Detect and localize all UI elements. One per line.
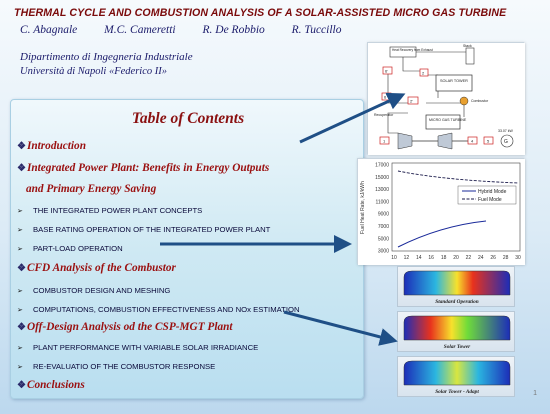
svg-text:2: 2: [422, 71, 425, 76]
department-name: Dipartimento di Ingegneria Industriale: [20, 51, 193, 63]
arrow-icon: [299, 92, 406, 144]
x-tick-label: 20: [453, 255, 459, 261]
author-list: C. Abagnale M.C. Cameretti R. De Robbio …: [20, 24, 420, 36]
y-tick-label: 9000: [378, 212, 389, 218]
svg-text:4: 4: [471, 139, 474, 144]
arrow-bullet-icon: ➢: [17, 345, 23, 352]
cfd-caption: Solar Tower: [443, 344, 471, 350]
y-tick-label: 15000: [375, 175, 389, 181]
x-tick-label: 26: [490, 255, 496, 261]
arrow-bullet-icon: ➢: [17, 288, 23, 295]
cfd-caption: Solar Tower - Adapt: [435, 389, 479, 395]
author-name: C. Abagnale: [20, 24, 78, 36]
y-tick-label: 3000: [378, 249, 389, 255]
diamond-bullet-icon: ❖: [17, 322, 26, 333]
y-tick-label: 11000: [375, 199, 389, 205]
cfd-solar-tower: Solar Tower: [397, 311, 515, 352]
x-tick-label: 18: [441, 255, 447, 261]
university-name: Università di Napoli «Federico II»: [20, 66, 167, 77]
x-tick-label: 30: [515, 255, 521, 261]
diamond-bullet-icon: ❖: [17, 380, 26, 391]
svg-text:2': 2': [410, 99, 413, 104]
toc-subitem[interactable]: ➢BASE RATING OPERATION OF THE INTEGRATED…: [17, 225, 271, 234]
y-axis-label: Fuel Heat Rate, kJ/kWh: [360, 181, 366, 234]
arrow-icon: [283, 310, 398, 346]
author-name: R. Tuccillo: [291, 24, 342, 36]
hybrid-mode-curve: [397, 220, 487, 248]
legend-fuel: Fuel Mode: [478, 197, 502, 203]
heat-recovery-label: Heat Recovery from Exhaust: [392, 48, 433, 52]
mgt-label: MICRO GAS TURBINE: [429, 118, 467, 122]
recuperator-label: Recuperator: [374, 113, 394, 117]
toc-item[interactable]: ❖Integrated Power Plant: Benefits in Ene…: [17, 162, 270, 174]
cfd-caption: Standard Operation: [435, 299, 479, 305]
toc-item[interactable]: ❖Introduction: [17, 140, 86, 152]
x-tick-label: 22: [466, 255, 472, 261]
generator-label: G: [504, 139, 508, 145]
x-tick-label: 12: [404, 255, 410, 261]
arrow-bullet-icon: ➢: [17, 307, 23, 314]
combustor-label: Combustor: [471, 99, 489, 103]
author-name: R. De Robbio: [202, 24, 265, 36]
fuel-mode-curve: [397, 170, 519, 184]
toc-item[interactable]: ❖CFD Analysis of the Combustor: [17, 262, 176, 274]
table-of-contents: Table of Contents ❖Introduction ❖Integra…: [10, 99, 364, 399]
svg-text:5: 5: [487, 139, 490, 144]
toc-item[interactable]: ❖Off-Design Analysis od the CSP-MGT Plan…: [17, 321, 233, 333]
toc-item-continued: and Primary Energy Saving: [26, 183, 157, 195]
x-tick-label: 10: [391, 255, 397, 261]
svg-text:1: 1: [383, 139, 386, 144]
x-tick-label: 14: [416, 255, 422, 261]
toc-subitem[interactable]: ➢THE INTEGRATED POWER PLANT CONCEPTS: [17, 206, 203, 215]
power-label: 33.07 kW: [498, 129, 513, 133]
arrow-bullet-icon: ➢: [17, 246, 23, 253]
arrow-bullet-icon: ➢: [17, 364, 23, 371]
x-tick-labels: 10 12 14 16 18 20 22 24 26 28 30: [391, 255, 521, 261]
y-tick-label: 17000: [375, 163, 389, 169]
author-name: M.C. Cameretti: [104, 24, 176, 36]
diamond-bullet-icon: ❖: [17, 141, 26, 152]
toc-subitem[interactable]: ➢PLANT PERFORMANCE WITH VARIABLE SOLAR I…: [17, 343, 259, 352]
svg-text:6': 6': [385, 69, 388, 74]
solar-tower-label: SOLAR TOWER: [440, 79, 468, 83]
diamond-bullet-icon: ❖: [17, 263, 26, 274]
heat-rate-chart: Fuel Heat Rate, kJ/kWh 17000 15000 13000 11…: [357, 158, 525, 265]
legend-hybrid: Hybrid Mode: [478, 189, 507, 195]
toc-subitem[interactable]: ➢COMPUTATIONS, COMBUSTION EFFECTIVENESS …: [17, 305, 300, 314]
toc-subitem[interactable]: ➢PART-LOAD OPERATION: [17, 244, 123, 253]
y-tick-label: 13000: [375, 187, 389, 193]
x-tick-label: 28: [503, 255, 509, 261]
x-tick-label: 16: [428, 255, 434, 261]
toc-item[interactable]: ❖Conclusions: [17, 379, 85, 391]
toc-subitem[interactable]: ➢RE-EVALUATIO OF THE COMBUSTOR RESPONSE: [17, 362, 216, 371]
page-number: 1: [533, 390, 537, 397]
arrow-bullet-icon: ➢: [17, 227, 23, 234]
diamond-bullet-icon: ❖: [17, 163, 26, 174]
y-tick-label: 5000: [378, 236, 389, 242]
arrow-bullet-icon: ➢: [17, 208, 23, 215]
x-tick-label: 24: [478, 255, 484, 261]
y-tick-labels: 17000 15000 13000 11000 9000 7000 5000 3000: [375, 163, 389, 255]
y-tick-label: 7000: [378, 224, 389, 230]
stack-label: Stack: [463, 44, 472, 48]
cfd-standard-operation: Standard Operation: [397, 266, 515, 307]
cfd-solar-tower-adapt: Solar Tower - Adapt: [397, 356, 515, 397]
toc-title: Table of Contents: [131, 110, 245, 127]
presentation-title: THERMAL CYCLE AND COMBUSTION ANALYSIS OF…: [14, 7, 507, 19]
toc-subitem[interactable]: ➢COMBUSTOR DESIGN AND MESHING: [17, 286, 171, 295]
